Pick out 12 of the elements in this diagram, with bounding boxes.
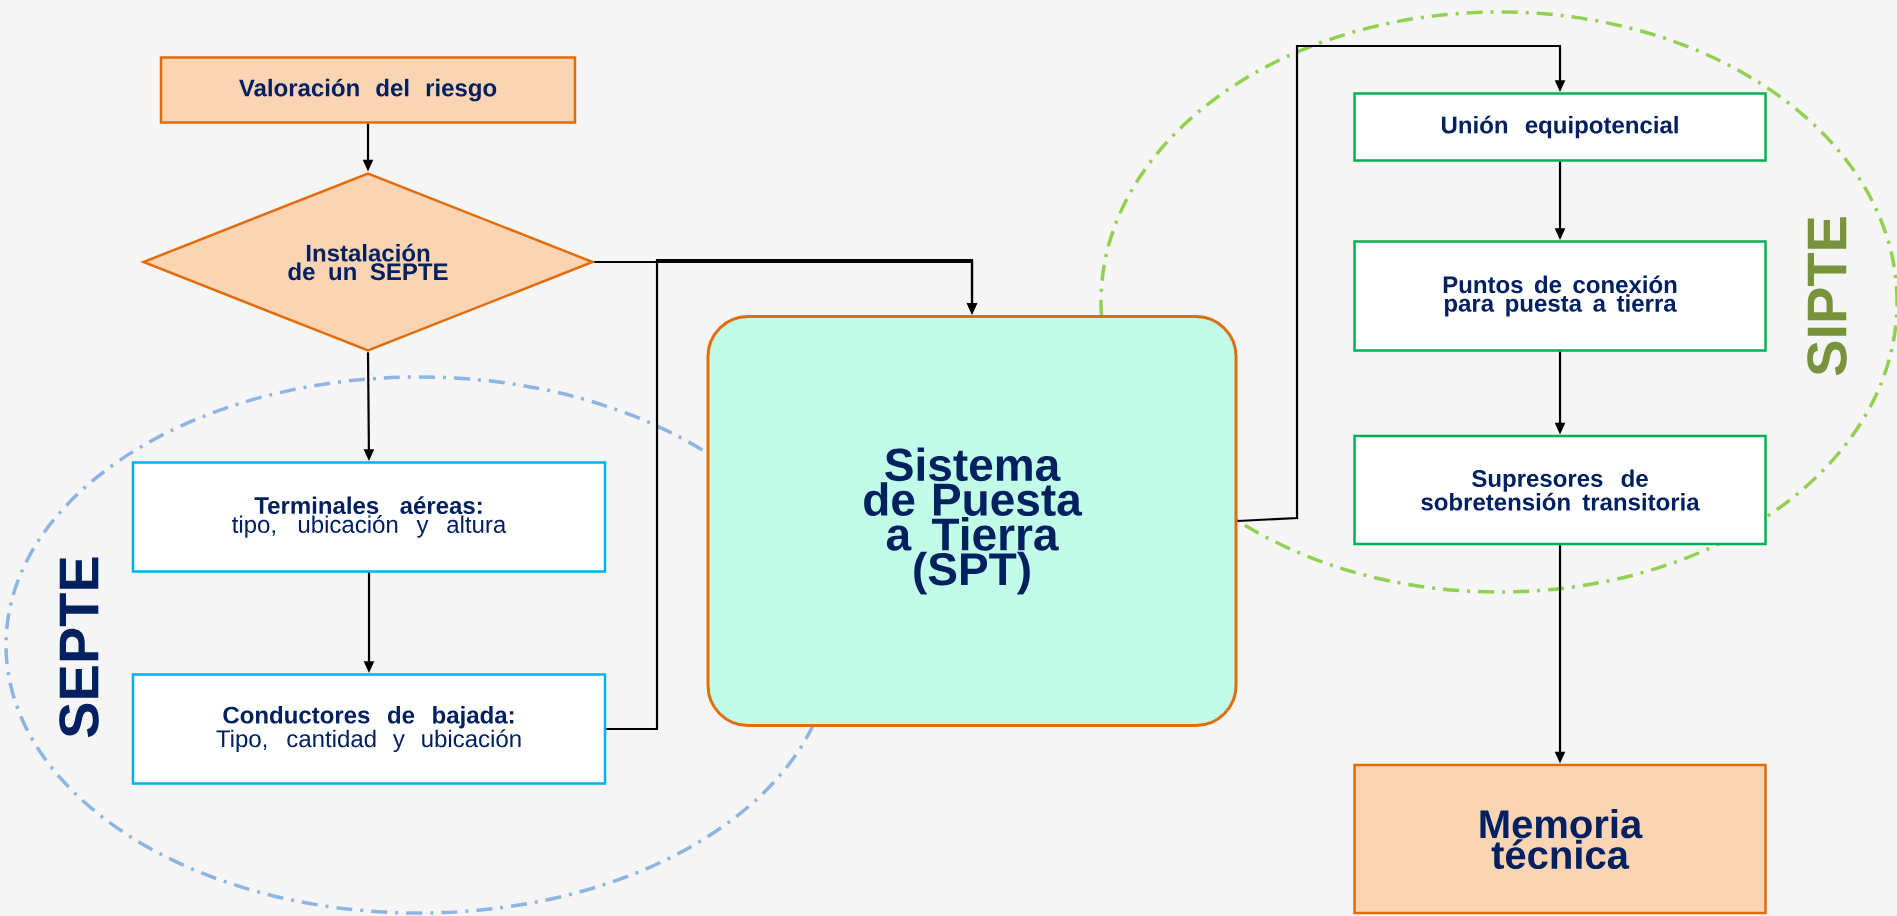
arrow <box>606 258 978 731</box>
system-box: Sistema de Puesta a Tierra (SPT) <box>706 315 1238 727</box>
group-label: SIPTE <box>1807 217 1847 376</box>
process-box: Conductores de bajada: Tipo, cantidad y ubicación <box>131 673 607 785</box>
process-box: Puntos de conexión para puesta a tierra <box>1353 240 1767 352</box>
process-box: Memoria técnica <box>1353 763 1767 915</box>
process-box: Supresores de sobretensión transitoria <box>1353 434 1767 546</box>
process-box: Terminales aéreas: tipo, ubicación y altura <box>131 461 607 573</box>
process-box: Valoración del riesgo <box>159 56 577 124</box>
arrow <box>1237 44 1566 523</box>
process-box: Unión equipotencial <box>1353 92 1767 162</box>
group-label: SEPTE <box>59 557 99 738</box>
